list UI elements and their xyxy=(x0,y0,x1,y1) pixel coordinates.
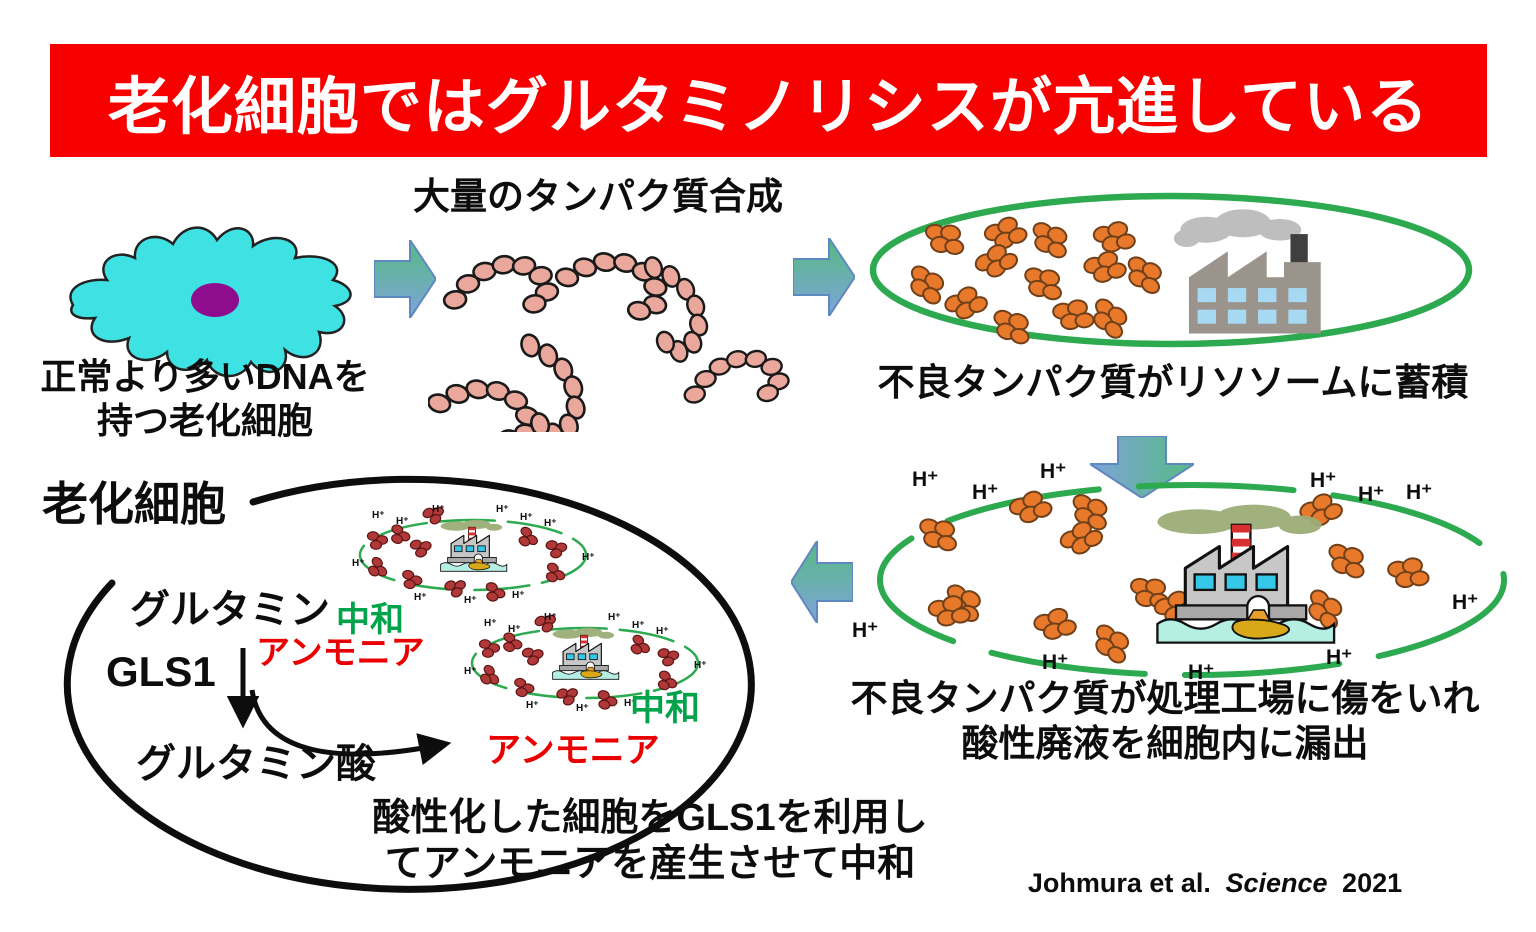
cell-diagram-title: 老化細胞 xyxy=(42,478,226,530)
ammonia-label: アンモニア xyxy=(486,731,660,770)
hplus-label: H⁺ xyxy=(1188,661,1215,684)
senescent-cell-label-line1: 正常より多いDNAを xyxy=(40,356,370,397)
senescent-cell-label-line2: 持つ老化細胞 xyxy=(96,399,313,441)
hplus-label: H⁺ xyxy=(1358,483,1385,506)
neutralize-label: 中和 xyxy=(336,601,404,639)
accumulation-label: 不良タンパク質がリソソームに蓄積 xyxy=(877,362,1469,403)
protein-synthesis-label: 大量のタンパク質合成 xyxy=(413,176,783,217)
senescent-cell-label: 正常より多いDNAを 持つ老化細胞 xyxy=(5,355,405,443)
left-arrow-icon xyxy=(791,541,853,623)
hplus-label: H⁺ xyxy=(912,468,939,491)
citation: Johmura et al. Science 2021 xyxy=(1000,868,1430,899)
damage-label-line1: 不良タンパク質が処理工場に傷をいれ xyxy=(850,678,1480,719)
hplus-label: H⁺ xyxy=(1452,591,1479,614)
hplus-label: H⁺ xyxy=(1326,646,1353,669)
nucleus-icon xyxy=(191,283,239,317)
conclusion-caption: 酸性化した細胞をGLS1を利用し てアンモニアを産生させて中和 xyxy=(310,795,990,888)
citation-journal: Science xyxy=(1225,868,1328,898)
right-arrow-icon xyxy=(793,238,855,316)
glutamate-label: グルタミン酸 xyxy=(136,742,376,786)
protein-chains-icon xyxy=(428,237,793,432)
ammonia-arrow xyxy=(249,689,452,766)
right-arrow-icon xyxy=(374,240,436,318)
hplus-label: H⁺ xyxy=(1040,460,1067,483)
conclusion-caption-line2: てアンモニアを産生させて中和 xyxy=(384,843,916,886)
citation-year: 2021 xyxy=(1342,868,1403,898)
mini-lysosome-icon xyxy=(348,498,598,608)
title-banner: 老化細胞ではグルタミノリシスが亢進している xyxy=(50,44,1487,157)
hplus-label: H⁺ xyxy=(1310,469,1337,492)
ammonia-label: アンモニア xyxy=(256,634,425,672)
citation-authors: Johmura et al. xyxy=(1027,868,1211,898)
hplus-label: H⁺ xyxy=(1406,481,1433,504)
hplus-label: H⁺ xyxy=(852,619,879,642)
down-arrow-icon xyxy=(1090,436,1194,498)
senescent-cell-icon xyxy=(69,226,352,378)
damage-label: 不良タンパク質が処理工場に傷をいれ 酸性廃液を細胞内に漏出 xyxy=(795,676,1535,766)
lysosome-icon xyxy=(869,192,1473,348)
conclusion-caption-line1: 酸性化した細胞をGLS1を利用し xyxy=(372,797,928,839)
damaged-lysosome-icon xyxy=(877,482,1507,678)
senescent-cell-outline xyxy=(63,475,755,893)
hplus-label: H⁺ xyxy=(972,481,999,504)
page-title: 老化細胞ではグルタミノリシスが亢進している xyxy=(107,72,1430,142)
neutralize-label: 中和 xyxy=(630,689,701,728)
damage-label-line2: 酸性廃液を細胞内に漏出 xyxy=(961,723,1369,765)
factory-icon xyxy=(1173,209,1321,334)
glutamine-label: グルタミン xyxy=(130,588,330,632)
hplus-label: H⁺ xyxy=(1042,651,1069,674)
gls1-label: GLS1 xyxy=(106,648,216,695)
